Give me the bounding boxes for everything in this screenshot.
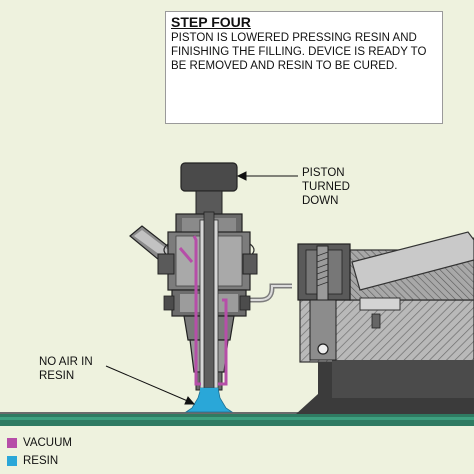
resin-swatch <box>7 456 17 466</box>
legend-resin-label: RESIN <box>23 455 59 467</box>
nozzle-assembly <box>157 162 258 413</box>
legend-vacuum: VACUUM <box>7 437 72 449</box>
vacuum-swatch <box>7 438 17 448</box>
clamp-fixture <box>246 231 474 414</box>
no-air-label: NO AIR IN RESIN <box>39 356 93 382</box>
leader-lines <box>105 171 298 405</box>
step-title: STEP FOUR <box>171 14 251 30</box>
legend-resin: RESIN <box>7 455 58 467</box>
step-description: PISTON IS LOWERED PRESSING RESIN AND FIN… <box>171 32 427 73</box>
legend-vacuum-label: VACUUM <box>23 437 72 449</box>
step-callout: STEP FOUR PISTON IS LOWERED PRESSING RES… <box>165 11 443 124</box>
piston-label: PISTON TURNED DOWN <box>302 167 350 207</box>
base-plate <box>0 412 474 426</box>
